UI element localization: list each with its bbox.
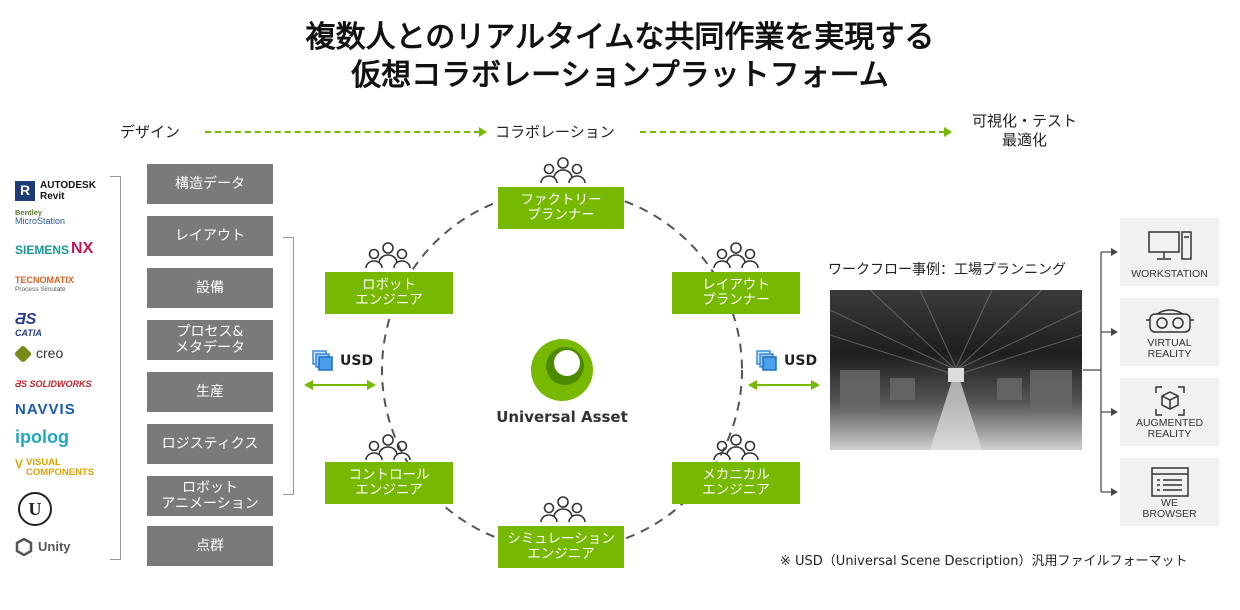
center-label: Universal Asset [496,408,628,426]
output-workstation-label: WORKSTATION [1131,268,1208,280]
role-simulation-engineer: シミュレーション エンジニア [498,526,624,568]
solidworks-text: SOLIDWORKS [29,379,92,389]
ds-icon: ƋS [15,311,37,328]
flow-arrowhead-1 [479,127,487,137]
title-line-2: 仮想コラボレーションプラットフォーム [351,58,889,93]
ds-solidworks-icon: ƋS [15,379,30,389]
usd-left-arrowhead-r [367,380,376,390]
people-icon [713,242,759,269]
tecnomatix-text: TECNOMATIX [15,275,74,285]
role-layout-planner: レイアウト プランナー [672,272,800,314]
data-type-logistics: ロジスティクス [147,424,273,464]
software-bracket [110,176,121,560]
visual-components-text: VISUAL COMPONENTS [26,457,95,478]
output-virtual-reality: VIRTUAL REALITY [1120,298,1219,366]
factory-image [830,290,1082,450]
workstation-icon [1148,231,1192,260]
people-icon [713,434,759,461]
solidworks-logo: ƋS SOLIDWORKS [15,379,92,390]
factory-image-art [830,290,1082,450]
creo-text: creo [36,345,64,362]
navvis-text: NAVVIS [15,401,76,418]
flow-design-label: デザイン [120,123,181,141]
usd-left-icon [312,350,333,371]
revit-icon: R [15,181,35,201]
unreal-engine-icon: U [18,492,52,526]
output-augmented-reality: AUGMENTED REALITY [1120,378,1219,446]
collaboration-circle [381,189,743,551]
data-type-robot-animation: ロボット アニメーション [147,476,273,516]
process-simulate-text: Process Simulate [15,285,66,293]
flow-collab-label: コラボレーション [495,123,615,141]
output-web-browser: WE BROWSER [1120,458,1219,526]
browser-window-icon [1151,467,1189,497]
siemens-nx-logo: SIEMENS NX [15,240,93,258]
role-mechanical-engineer: メカニカル エンジニア [672,462,800,504]
data-type-layout: レイアウト [147,216,273,256]
usd-right-arrowhead-r [811,380,820,390]
flow-visualize-label: 可視化・テスト 最適化 [962,112,1087,150]
ipolog-text: ipolog [15,427,69,447]
usd-right-text: USD [784,353,818,369]
navvis-logo: NAVVIS [15,401,76,419]
catia-text: CATIA [15,327,42,338]
role-control-engineer: コントロール エンジニア [325,462,453,504]
autodesk-text: AUTODESK [40,180,96,191]
usd-left-arrowhead-l [304,380,313,390]
flow-line-1 [205,131,480,133]
catia-logo: ƋS CATIA [15,311,42,338]
usd-right: USD [756,350,817,372]
ar-cube-icon [1155,386,1185,416]
vr-headset-icon [1146,309,1194,333]
usd-left-text: USD [340,353,374,369]
nx-text: NX [71,240,94,257]
people-icon [365,434,411,461]
data-type-production: 生産 [147,372,273,412]
output-workstation: WORKSTATION [1120,218,1219,286]
data-bracket [283,237,294,495]
role-robot-engineer: ロボット エンジニア [325,272,453,314]
unity-text: Unity [38,538,71,554]
people-icon [540,157,586,184]
people-icon [365,242,411,269]
universal-asset-icon [531,339,593,401]
autodesk-revit-logo: R AUTODESK Revit [15,180,96,202]
creo-logo: creo [13,344,64,364]
bentley-text: Bentley [15,208,43,217]
title-line-1: 複数人とのリアルタイムな共同作業を実現する [305,20,935,55]
flow-visualize-line1: 可視化・テスト [971,112,1077,130]
data-type-process-metadata: プロセス& メタデータ [147,320,273,360]
bentley-microstation-logo: Bentley MicroStation [15,208,66,227]
data-type-structure: 構造データ [147,164,273,204]
usd-right-icon [756,350,777,371]
unity-logo: Unity [15,538,71,556]
output-arrow-vr [1111,328,1118,336]
flow-line-2 [640,131,945,133]
tecnomatix-logo: TECNOMATIX Process Simulate [15,275,74,293]
output-arrow-workstation [1111,248,1118,256]
visual-components-logo: V VISUAL COMPONENTS [15,457,95,478]
unity-icon [15,538,33,556]
output-browser-label: WE BROWSER [1142,497,1197,520]
output-arrow-ar [1111,408,1118,416]
footnote: ※ USD（Universal Scene Description）汎用ファイル… [780,554,1188,569]
flow-visualize-line2: 最適化 [1001,131,1047,149]
output-arrow-browser [1111,488,1118,496]
revit-text: Revit [40,191,65,202]
output-vr-label: VIRTUAL REALITY [1147,337,1192,360]
flow-arrowhead-2 [944,127,952,137]
output-ar-label: AUGMENTED REALITY [1135,417,1204,440]
ipolog-logo: ipolog [15,427,69,448]
people-icon [540,496,586,523]
data-type-equipment: 設備 [147,268,273,308]
usd-left: USD [312,350,373,372]
role-factory-planner: ファクトリー プランナー [498,187,624,229]
visual-components-icon: V [15,457,24,471]
usd-right-arrowhead-l [748,380,757,390]
microstation-text: MicroStation [15,216,66,227]
workflow-title: ワークフロー事例：工場プランニング [828,262,1066,278]
data-type-point-cloud: 点群 [147,526,273,566]
siemens-text: SIEMENS [15,243,70,258]
